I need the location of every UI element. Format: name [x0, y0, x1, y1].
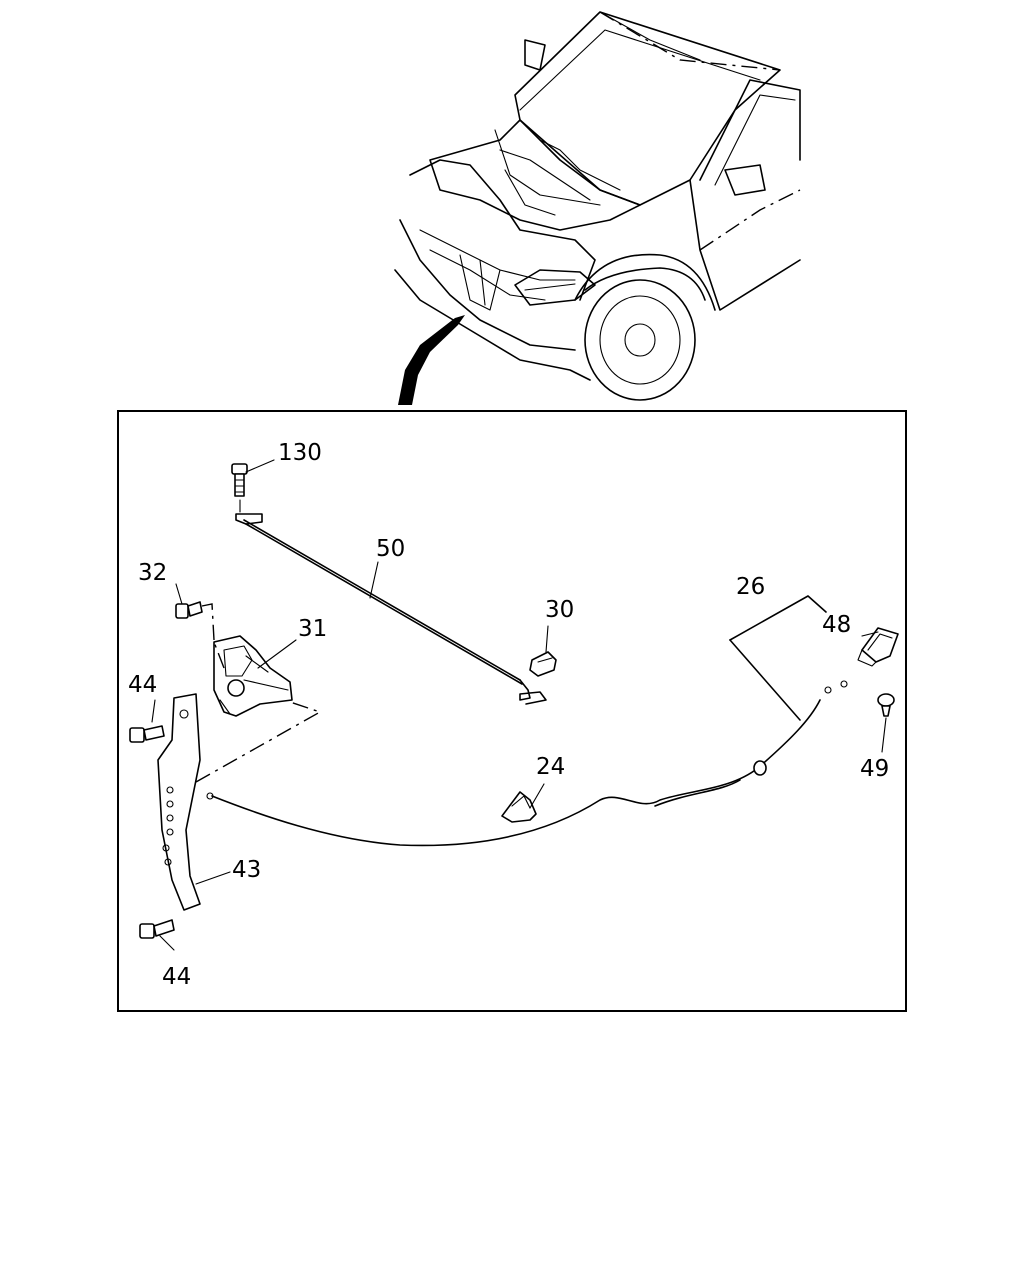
leader-lines: [151, 459, 887, 951]
detail-frame: [117, 410, 907, 1012]
part-48-release-handle: [857, 627, 899, 667]
part-44-upper-bolt: [129, 725, 165, 743]
parts: [129, 463, 899, 939]
callout-50: 50: [376, 536, 405, 562]
callout-43: 43: [232, 857, 261, 883]
part-24-cable-clip: [501, 791, 537, 823]
callout-labels: 130 50 32 31 30 26 48 44 24 49 43 44: [128, 440, 889, 990]
part-50-hood-support-rod: [235, 513, 547, 705]
part-130-bolt: [231, 463, 248, 513]
callout-32: 32: [138, 560, 167, 586]
callout-30: 30: [545, 597, 574, 623]
part-44-lower-bolt: [139, 919, 175, 939]
vehicle-front-illustration: [394, 11, 801, 405]
callout-49: 49: [860, 756, 889, 782]
part-26-release-cable: [206, 595, 848, 847]
part-49-clip: [877, 693, 895, 717]
callout-44-upper: 44: [128, 672, 157, 698]
callout-24: 24: [536, 754, 565, 780]
part-30-rod-holder: [529, 651, 557, 677]
callout-48: 48: [822, 612, 851, 638]
callout-130: 130: [278, 440, 322, 466]
callout-44-lower: 44: [162, 964, 191, 990]
part-32-bolt: [175, 601, 215, 641]
part-43-latch-bracket: [157, 693, 201, 911]
callout-26: 26: [736, 574, 765, 600]
part-31-hood-latch: [213, 635, 293, 717]
callout-31: 31: [298, 616, 327, 642]
